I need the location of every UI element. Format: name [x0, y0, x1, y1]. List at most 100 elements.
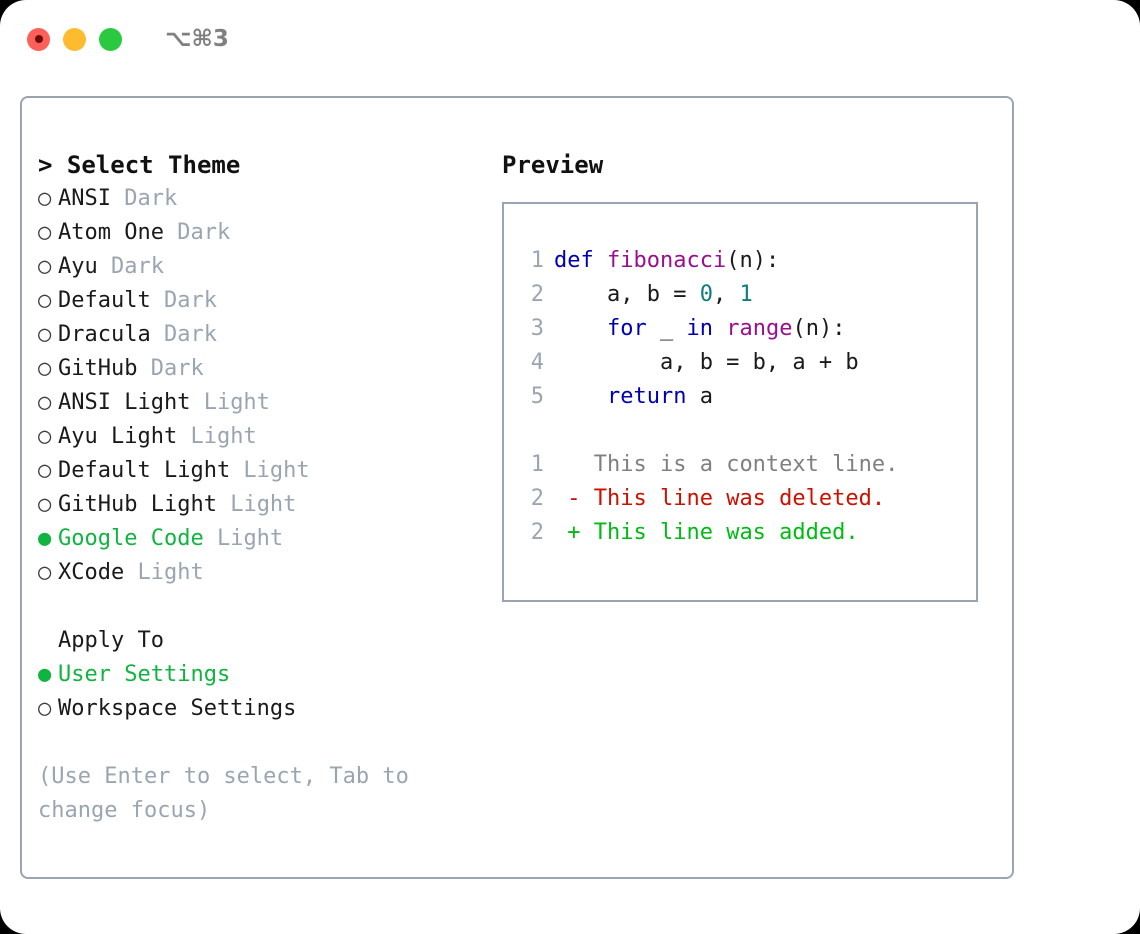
line-number: 5 [530, 384, 544, 409]
radio-unselected-icon: ○ [38, 356, 52, 381]
theme-option-list: ○ANSI Dark○Atom One Dark○Ayu Dark○Defaul… [38, 182, 488, 590]
title-bar: ⌥⌘3 [0, 0, 1140, 78]
apply-to-header: Apply To [58, 628, 164, 653]
record-indicator-icon [34, 35, 43, 43]
theme-option-default-light[interactable]: ○Default Light Light [38, 454, 488, 488]
diff-text: This is a context line. [580, 452, 899, 477]
theme-option-variant: Dark [150, 322, 217, 347]
diff-sample: 1 This is a context line. 2 - This line w… [518, 448, 976, 550]
traffic-light-buttons [27, 27, 122, 51]
code-token: (n): [792, 316, 846, 341]
diff-marker [554, 452, 581, 477]
radio-unselected-icon: ○ [38, 560, 52, 585]
close-record-button[interactable] [27, 27, 50, 51]
theme-option-label: Ayu Light [58, 424, 178, 449]
theme-option-label: Atom One [58, 220, 164, 245]
radio-unselected-icon: ○ [38, 220, 52, 245]
line-number: 1 [530, 452, 544, 477]
code-line: 2 a, b = 0, 1 [518, 278, 976, 312]
apply-to-option-list: ●User Settings○Workspace Settings [38, 658, 488, 726]
theme-option-ansi-light[interactable]: ○ANSI Light Light [38, 386, 488, 420]
diff-marker: - [554, 486, 581, 511]
theme-option-label: ANSI [58, 186, 111, 211]
radio-unselected-icon: ○ [38, 458, 52, 483]
code-token [713, 316, 726, 341]
theme-option-variant: Light [177, 424, 257, 449]
theme-option-label: Default [58, 288, 151, 313]
theme-option-variant: Light [190, 390, 270, 415]
code-token: 0 [699, 282, 713, 307]
radio-unselected-icon: ○ [38, 254, 52, 279]
radio-unselected-icon: ○ [38, 424, 52, 449]
theme-option-variant: Light [203, 526, 284, 551]
theme-option-variant: Dark [137, 356, 204, 381]
diff-text: This line was added. [580, 520, 859, 545]
theme-option-label: Ayu [58, 254, 98, 279]
hint-spacer [38, 726, 488, 760]
radio-unselected-icon: ○ [38, 492, 52, 517]
theme-option-variant: Light [216, 492, 297, 517]
theme-option-google-code[interactable]: ●Google Code Light [38, 522, 488, 556]
theme-option-variant: Dark [163, 220, 231, 245]
theme-option-ayu[interactable]: ○Ayu Dark [38, 250, 488, 284]
radio-unselected-icon: ○ [38, 390, 52, 415]
theme-option-ayu-light[interactable]: ○Ayu Light Light [38, 420, 488, 454]
apply-to-option-label: Workspace Settings [58, 696, 297, 721]
theme-option-label: GitHub Light [58, 492, 217, 517]
keyboard-hint-text: (Use Enter to select, Tab to change focu… [38, 764, 423, 823]
theme-option-label: ANSI Light [58, 390, 191, 415]
code-token: range [726, 316, 793, 341]
line-number: 2 [530, 520, 544, 545]
keyboard-shortcut-label: ⌥⌘3 [165, 26, 229, 52]
theme-option-label: GitHub [58, 356, 138, 381]
theme-option-ansi[interactable]: ○ANSI Dark [38, 182, 488, 216]
line-number: 4 [530, 350, 544, 375]
theme-option-label: Default Light [58, 458, 231, 483]
diff-line: 2 + This line was added. [518, 516, 976, 550]
apply-to-option-workspace-settings[interactable]: ○Workspace Settings [38, 692, 488, 726]
line-number: 1 [530, 248, 544, 273]
code-token: def [554, 248, 607, 273]
code-token: a [686, 384, 713, 409]
maximize-button[interactable] [99, 27, 122, 51]
theme-option-dracula[interactable]: ○Dracula Dark [38, 318, 488, 352]
line-number: 3 [530, 316, 544, 341]
theme-option-variant: Light [230, 458, 310, 483]
code-token: , [712, 282, 740, 307]
code-line: 3 for _ in range(n): [518, 312, 976, 346]
minimize-button[interactable] [63, 27, 86, 51]
code-token: a, b = [554, 282, 700, 307]
code-token: for [606, 316, 647, 341]
code-token: _ [646, 316, 687, 341]
radio-unselected-icon: ○ [38, 322, 52, 347]
section-spacer [38, 590, 488, 624]
line-number: 2 [530, 486, 544, 511]
diff-marker: + [554, 520, 581, 545]
line-number: 2 [530, 282, 544, 307]
theme-option-variant: Dark [97, 254, 164, 279]
theme-option-label: XCode [58, 560, 125, 585]
theme-option-xcode[interactable]: ○XCode Light [38, 556, 488, 590]
theme-selection-column: > Select Theme ○ANSI Dark○Atom One Dark○… [38, 148, 488, 828]
theme-option-atom-one[interactable]: ○Atom One Dark [38, 216, 488, 250]
radio-unselected-icon: ○ [38, 186, 52, 211]
apply-to-option-user-settings[interactable]: ●User Settings [38, 658, 488, 692]
code-token: (n): [726, 248, 780, 273]
theme-option-label: Dracula [58, 322, 151, 347]
code-diff-separator [518, 414, 976, 448]
code-token: in [686, 316, 713, 341]
code-token [554, 316, 607, 341]
theme-option-github[interactable]: ○GitHub Dark [38, 352, 488, 386]
theme-option-github-light[interactable]: ○GitHub Light Light [38, 488, 488, 522]
theme-option-variant: Dark [110, 186, 178, 211]
diff-line: 1 This is a context line. [518, 448, 976, 482]
radio-selected-icon: ● [38, 662, 52, 687]
theme-option-default[interactable]: ○Default Dark [38, 284, 488, 318]
code-token [554, 384, 607, 409]
theme-option-variant: Light [124, 560, 204, 585]
